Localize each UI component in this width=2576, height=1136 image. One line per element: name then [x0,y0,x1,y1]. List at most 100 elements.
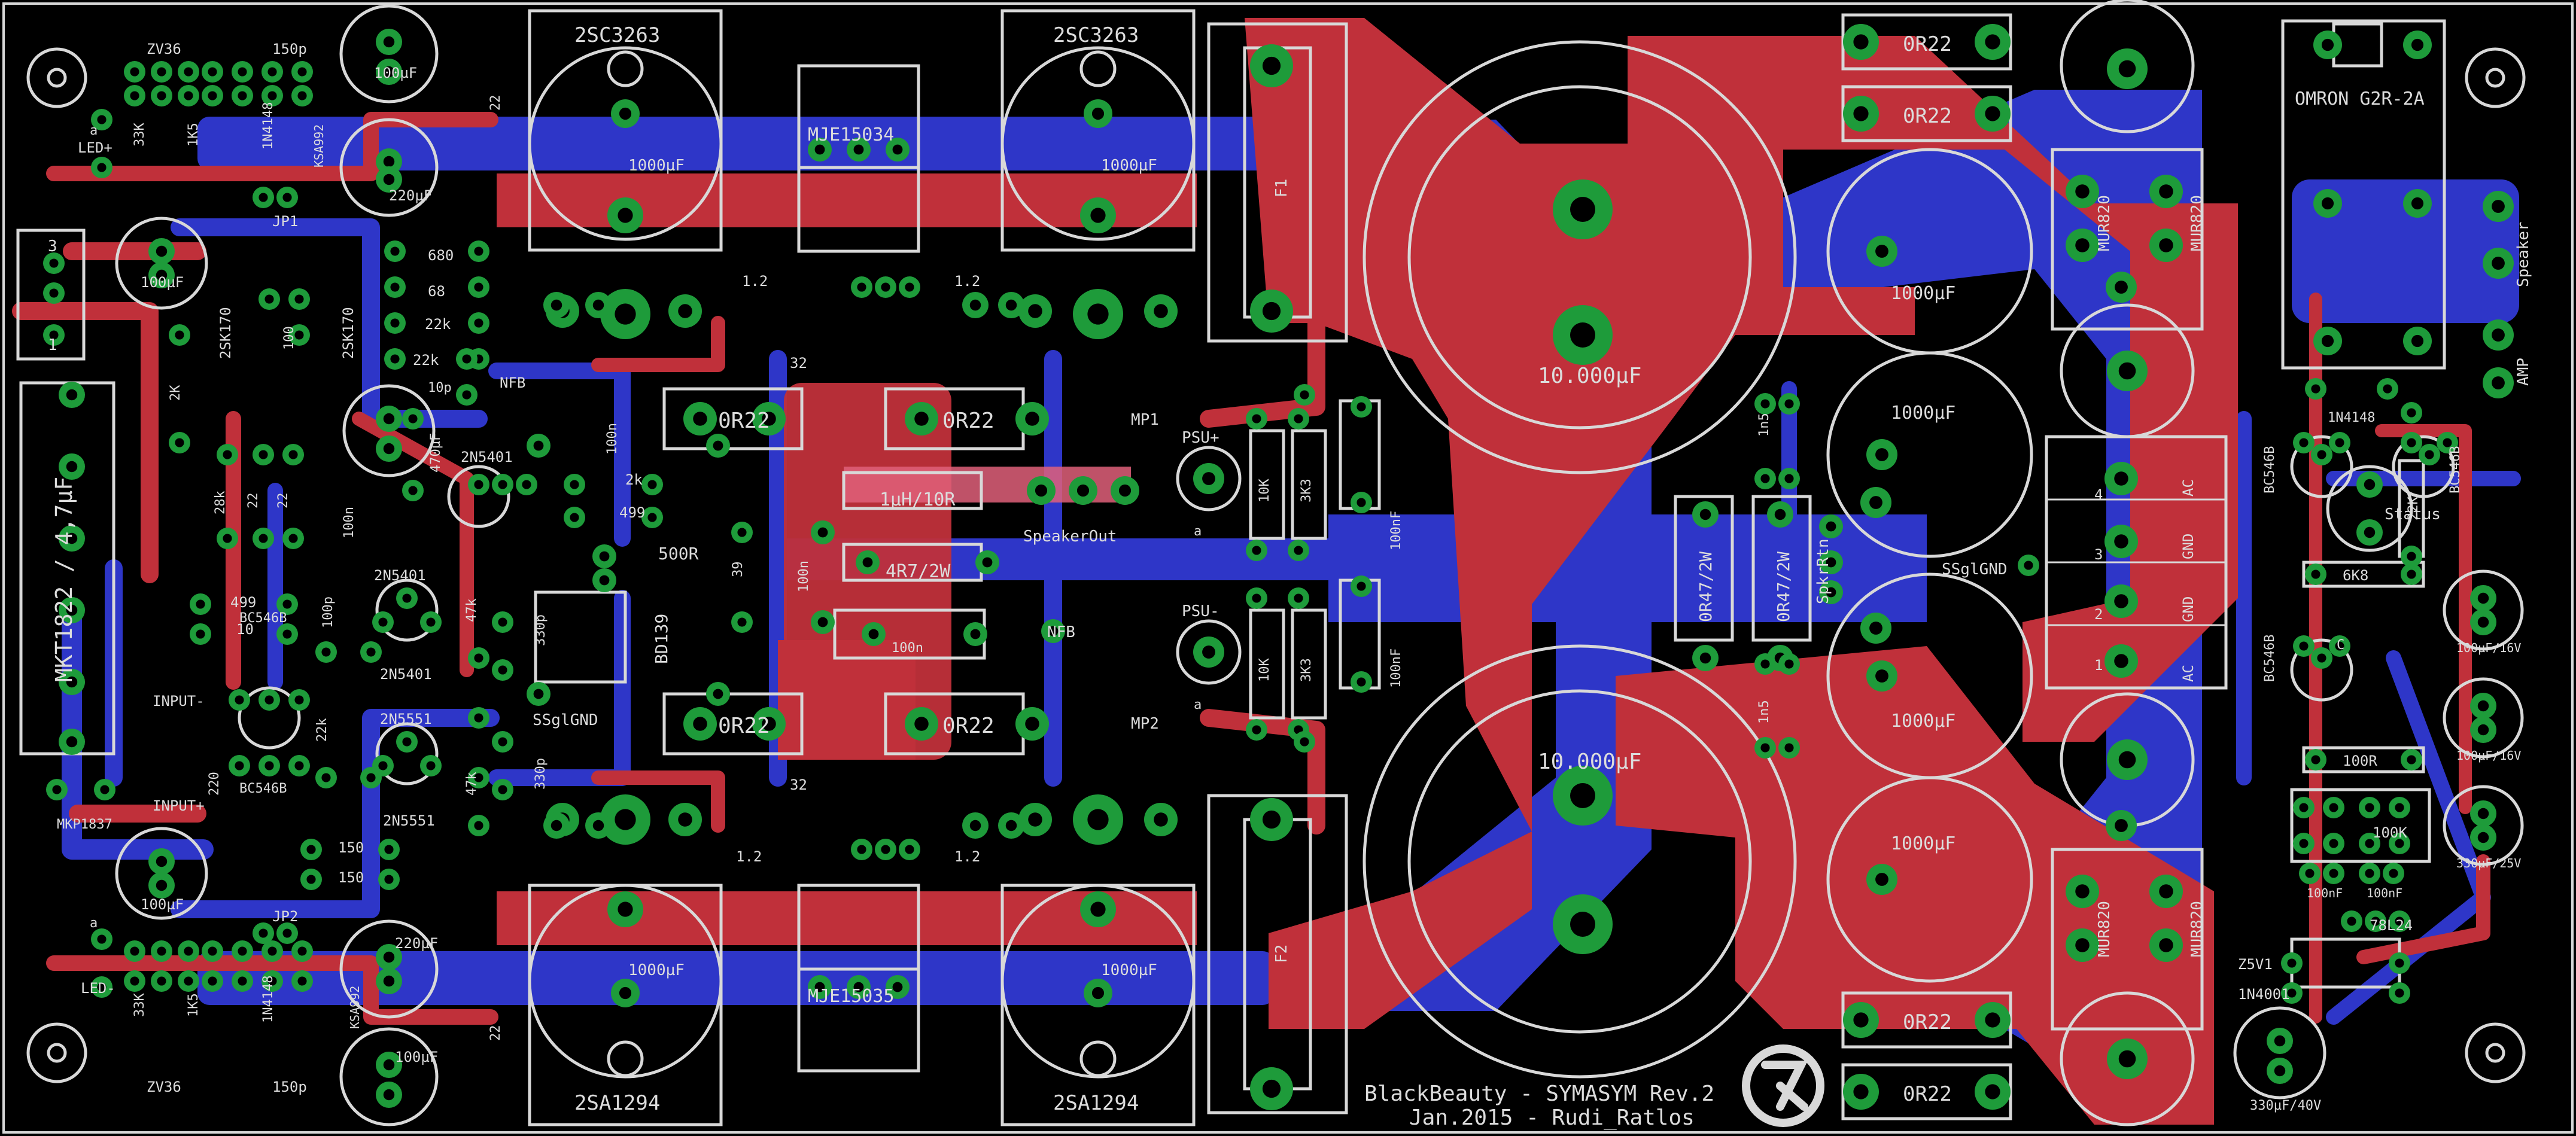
pad-drill-hole [2407,569,2416,579]
pad-drill-hole [2477,808,2489,820]
label-r-4r7: 4R7/2W [886,561,951,582]
label-ksa992-bot: KSA992 [348,986,362,1029]
pad-drill-hole [1091,986,1105,1000]
pad-drill-hole [2114,654,2128,668]
label-cap-mkp1837: MKP1837 [57,817,112,832]
pad-drill-hole [66,676,78,688]
pad-drill-hole [1570,197,1595,222]
pad-drill-hole [2371,916,2380,926]
label-r-0r22-rt1: 0R22 [1903,32,1952,56]
pad-drill-hole [294,761,304,770]
pad-drill-hole [267,976,277,986]
silkscreen-text: 2SC3263 2SC3263 2SA1294 2SA1294 MJE15034… [48,23,2532,1130]
pad-drill-hole [2114,471,2128,486]
label-cap-1000-br: 1000µF [1101,961,1157,979]
pad-drill-hole [378,761,388,770]
label-cap-100p: 100p [321,596,336,628]
pad-drill-hole [1760,474,1770,483]
pad-drill-hole [130,91,139,100]
pad-drill-hole [1262,301,1281,321]
label-r-680: 680 [428,247,454,264]
pad-drill-hole [533,689,544,699]
pad-drill-hole [474,480,483,489]
label-input-pin3: 3 [48,237,57,255]
pad-drill-hole [1985,34,2000,50]
pad-drill-hole [130,976,139,986]
pad-drill-hole [619,107,632,120]
pad-drill-hole [1005,820,1017,832]
pad-drill-hole [66,461,78,473]
pad-drill-hole [462,390,472,400]
pad-drill-hole [258,534,268,543]
pad-drill-hole [97,163,107,172]
pad-drill-hole [2311,569,2320,579]
pad-drill-hole [267,946,277,956]
label-r-47k-a: 47k [464,598,479,622]
pad-drill-hole [2159,238,2173,252]
pad-drill-hole [208,91,217,100]
pad-drill-hole [184,946,193,956]
pad-drill-hole [390,354,400,364]
pad-drill-hole [2395,803,2404,812]
label-cap-330u40: 330µF/40V [2250,1098,2321,1113]
pad-drill-hole [551,299,562,311]
pad-drill-hole [267,91,277,100]
pad-drill-hole [2118,1050,2136,1068]
pad-drill-hole [184,976,193,986]
pad-drill-hole [1252,593,1261,603]
pad-drill-hole [264,695,274,705]
pad-drill-hole [2321,197,2334,210]
label-cap-100nf-a: 100nF [1389,511,1404,550]
label-r-0r22-bl: 0R22 [718,714,770,738]
label-r-0r47-a: 0R47/2W [1696,552,1716,622]
pad-drill-hole [1853,34,1869,50]
pad-drill-hole [2274,1035,2286,1047]
label-r-0r22-br: 0R22 [942,714,994,738]
label-r-22k-b: 22k [413,352,439,368]
pad-drill-hole [498,737,507,747]
pad-drill-hole [892,982,903,992]
pad-drill-hole [390,318,400,328]
pad-drill-hole [306,875,316,884]
pad-drill-hole [914,412,929,426]
label-2sk170-a: 2SK170 [217,307,234,359]
pad-drill-hole [49,330,59,340]
label-r-22k-a: 22k [425,316,451,333]
label-cap-1000-tl: 1000µF [628,157,685,175]
label-mur820-bl: MUR820 [2096,901,2113,957]
pad-drill-hole [1028,304,1042,318]
pad-drill-hole [853,982,864,992]
pad-drill-hole [66,736,78,748]
label-cap-100u-l: 100µF [141,274,184,291]
pad-drill-hole [1005,299,1017,311]
label-r-2k-b: 2k [625,471,643,488]
label-cap-150p-t: 150p [272,41,307,57]
pad-drill-hole [2114,594,2128,608]
pad-drill-hole [297,67,307,77]
label-r-28k: 28k [213,491,228,514]
pad-drill-hole [462,354,472,364]
pad-drill-hole [1875,669,1888,683]
pad-drill-hole [498,617,507,627]
pad-drill-hole [294,330,304,340]
pad-drill-hole [914,717,929,731]
pad-drill-hole [1028,812,1042,827]
pad-drill-hole [2407,552,2416,561]
pad-drill-hole [1774,508,1786,520]
label-r-220: 220 [207,772,222,796]
label-mp2: MP2 [1131,715,1159,733]
pad-drill-hole [100,785,110,794]
label-psu-plus-anode: a [1194,524,1202,539]
pad-drill-hole [1076,484,1090,497]
pad-drill-hole [1875,245,1888,258]
pad-drill-hole [1035,484,1048,497]
label-r-1k5-t: 1K5 [186,123,201,147]
pad-drill-hole [2365,803,2374,812]
label-mje15034: MJE15034 [808,124,895,145]
pad-drill-hole [2075,938,2090,952]
label-cap-330u25: 330µF/25V [2456,856,2521,870]
pad-drill-hole [1087,809,1109,830]
pad-drill-hole [2411,197,2424,210]
pad-drill-hole [1985,1084,2000,1100]
